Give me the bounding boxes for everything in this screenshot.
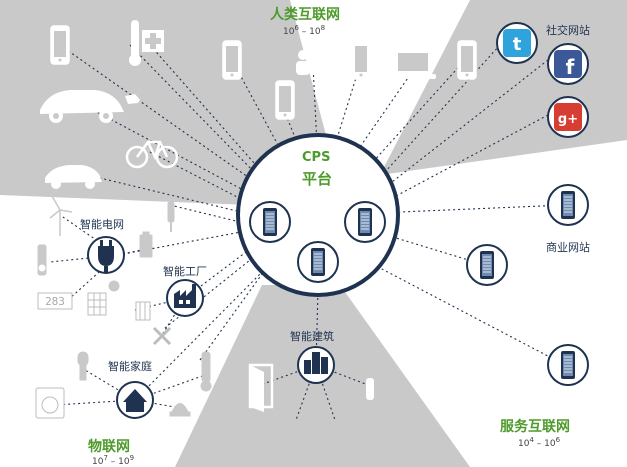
- wedge-human-internet: [0, 0, 330, 205]
- building-devices: [248, 363, 374, 412]
- door-icon: [248, 363, 274, 412]
- range-base: 10: [92, 457, 104, 467]
- range-base: 10: [309, 27, 321, 37]
- business-server-node: [547, 184, 589, 226]
- services-internet-range: 104 – 106: [518, 436, 560, 449]
- car-icon: [45, 165, 102, 189]
- googleplus-icon: g+: [547, 96, 589, 138]
- range-base: 10: [118, 457, 130, 467]
- iot-range: 107 – 109: [92, 454, 134, 467]
- range-separator: –: [533, 439, 545, 449]
- range-low-exp: 4: [529, 436, 534, 444]
- smart-building-hub: [297, 346, 335, 384]
- googleplus-letter: g+: [558, 112, 578, 127]
- smart-factory-label: 智能工厂: [163, 265, 207, 278]
- business-sites-label: 商业网站: [546, 241, 590, 254]
- cps-server-node: [297, 241, 339, 283]
- solar-panel-icon: [87, 292, 107, 316]
- smart-home-label: 智能家庭: [108, 360, 152, 373]
- smart-grid-label: 智能电网: [80, 218, 124, 231]
- factory-building-icon: [135, 301, 151, 321]
- counter-icon: 283: [37, 292, 73, 310]
- iot-devices: 283: [35, 195, 212, 419]
- cps-subtitle: 平台: [302, 170, 333, 188]
- smart-factory-hub: [166, 279, 204, 317]
- social-badges: t f g+: [496, 22, 589, 138]
- electric-car-icon: [40, 90, 140, 123]
- range-high-exp: 6: [555, 436, 561, 444]
- meter-icon: [37, 244, 47, 276]
- plug-icon: [167, 201, 175, 232]
- facebook-icon: f: [547, 43, 589, 85]
- phone-icon: [50, 25, 70, 65]
- people-icon: [296, 47, 338, 75]
- business-server-node: [466, 244, 508, 286]
- range-low-exp: 7: [103, 454, 108, 462]
- battery-icon: [139, 231, 153, 258]
- medical-device-icon: [129, 20, 164, 66]
- twitter-letter: t: [513, 34, 522, 55]
- smart-grid-hub: [87, 236, 125, 274]
- smart-home-hub: [116, 381, 154, 419]
- cps-platform: [236, 133, 400, 297]
- laptop-icon: [390, 50, 436, 79]
- thermostat-icon: [200, 351, 212, 392]
- range-high-exp: 8: [320, 24, 326, 32]
- human-internet-range: 106 – 108: [283, 24, 325, 37]
- range-base: 10: [544, 439, 556, 449]
- business-server-node: [547, 344, 589, 386]
- cps-server-node: [249, 201, 291, 243]
- range-high-exp: 9: [129, 454, 135, 462]
- lamp-icon: [77, 351, 89, 381]
- cps-server-node: [344, 201, 386, 243]
- human-internet-title: 人类互联网: [270, 7, 340, 23]
- iot-title: 物联网: [88, 439, 130, 455]
- tools-icon: [152, 326, 172, 346]
- counter-digits: 283: [45, 295, 65, 308]
- cps-title: CPS: [302, 150, 331, 165]
- bicycle-icon: [125, 140, 179, 169]
- range-separator: –: [107, 457, 119, 467]
- services-internet-title: 服务互联网: [500, 419, 570, 435]
- wind-turbine-icon: [49, 195, 73, 236]
- range-separator: –: [298, 27, 310, 37]
- phone-icon: [351, 40, 371, 80]
- social-sites-label: 社交网站: [546, 24, 590, 37]
- twitter-icon: t: [496, 22, 538, 64]
- range-base: 10: [518, 439, 530, 449]
- alarm-icon: [169, 403, 191, 417]
- facebook-letter: f: [566, 55, 575, 79]
- washing-machine-icon: [35, 387, 65, 419]
- smart-building-label: 智能建筑: [290, 330, 334, 343]
- human-devices: [40, 20, 477, 189]
- phone-icon: [275, 80, 295, 120]
- phone-icon: [222, 40, 242, 80]
- meter-icon: [366, 378, 374, 400]
- phone-icon: [457, 40, 477, 80]
- sun-icon: [108, 280, 120, 292]
- range-base: 10: [283, 27, 295, 37]
- range-low-exp: 6: [294, 24, 299, 32]
